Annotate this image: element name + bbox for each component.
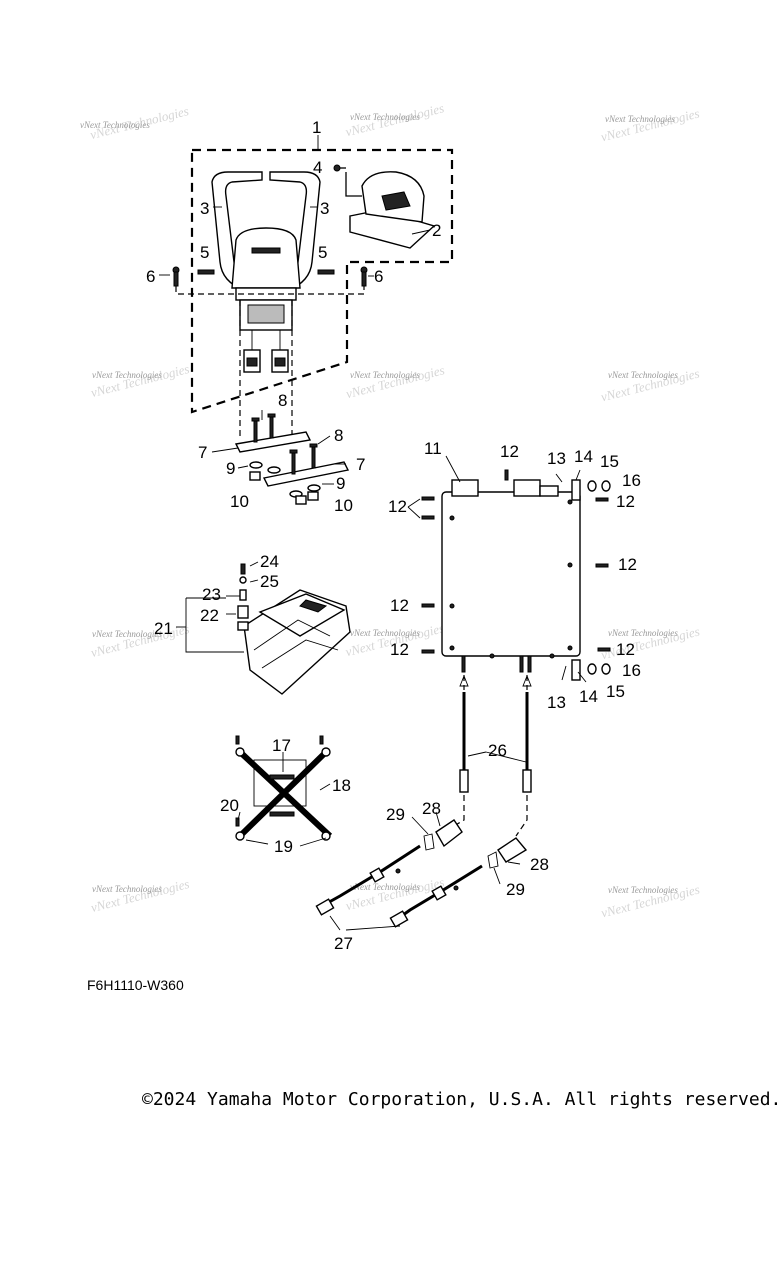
screw-5-right <box>317 269 335 275</box>
callout-13-upper: 13 <box>547 449 566 468</box>
callout-16-upper: 16 <box>622 471 641 490</box>
connector-28-lower <box>497 837 528 863</box>
callout-12-left-upper: 12 <box>388 497 407 516</box>
callout-4: 4 <box>313 158 322 177</box>
callout-7-lower: 7 <box>356 455 365 474</box>
callout-24: 24 <box>260 552 279 571</box>
watermark-ghost: vNext Technologies <box>89 361 191 400</box>
screw-6-left <box>172 266 180 287</box>
callout-20: 20 <box>220 796 239 815</box>
callout-5-left: 5 <box>200 243 209 262</box>
watermark: vNext Technologies <box>605 114 675 124</box>
watermark: vNext Technologies <box>80 120 150 130</box>
bracket-frame <box>253 759 307 807</box>
callout-28-lower: 28 <box>530 855 549 874</box>
screw-5-left <box>197 269 215 275</box>
watermark: vNext Technologies <box>608 628 678 638</box>
watermark: vNext Technologies <box>92 884 162 894</box>
callout-9-left: 9 <box>226 459 235 478</box>
callout-12-right-lower: 12 <box>616 640 635 659</box>
callout-6-right: 6 <box>374 267 383 286</box>
bracket-plate-lower <box>262 461 350 487</box>
callout-9-right: 9 <box>336 474 345 493</box>
watermark: vNext Technologies <box>350 112 420 122</box>
callout-13-lower: 13 <box>547 693 566 712</box>
watermark: vNext Technologies <box>350 628 420 638</box>
callout-labels: 1 2 3 3 4 5 5 6 6 7 7 8 8 9 9 10 10 11 1… <box>146 118 641 953</box>
callout-5-right: 5 <box>318 243 327 262</box>
callout-3-right: 3 <box>320 199 329 218</box>
callout-8-upper: 8 <box>278 391 287 410</box>
callout-3-left: 3 <box>200 199 209 218</box>
control-head <box>231 227 301 289</box>
callout-7-upper: 7 <box>198 443 207 462</box>
callout-14-upper: 14 <box>574 447 593 466</box>
watermark: vNext Technologies <box>350 882 420 892</box>
nut-10 <box>249 471 261 481</box>
connector-28-upper <box>435 819 463 848</box>
callout-8-lower: 8 <box>334 426 343 445</box>
watermark-ghost: vNext Technologies <box>89 876 191 915</box>
callout-15-lower: 15 <box>606 682 625 701</box>
leader-lines <box>159 206 587 931</box>
mounting-brackets <box>234 413 350 505</box>
control-module-21 <box>237 563 351 695</box>
watermark-ghost: vNext Technologies <box>599 105 701 144</box>
callout-29-lower: 29 <box>506 880 525 899</box>
callout-17: 17 <box>272 736 291 755</box>
watermark: vNext Technologies <box>92 370 162 380</box>
helm-control-unit <box>421 469 611 681</box>
watermark: vNext Technologies <box>608 370 678 380</box>
callout-23: 23 <box>202 585 221 604</box>
callout-14-lower: 14 <box>579 687 598 706</box>
screw-6-right <box>360 266 368 287</box>
watermark: vNext Technologies <box>92 629 162 639</box>
callout-28-upper: 28 <box>422 799 441 818</box>
callout-22: 22 <box>200 606 219 625</box>
watermark: vNext Technologies <box>350 370 420 380</box>
watermark-ghost: vNext Technologies <box>89 621 191 660</box>
callout-11: 11 <box>424 439 442 458</box>
cross-bracket <box>235 735 333 841</box>
control-head-logo <box>251 247 281 254</box>
screw-4 <box>333 164 346 172</box>
callout-12-top: 12 <box>500 442 519 461</box>
callout-10-right: 10 <box>334 496 353 515</box>
callout-10-left: 10 <box>230 492 249 511</box>
watermark-ghost: vNext Technologies <box>344 362 446 401</box>
callout-16-lower: 16 <box>622 661 641 680</box>
diagram-code: F6H1110-W360 <box>87 977 184 993</box>
callout-12-left-lower: 12 <box>390 640 409 659</box>
watermark-ghost: vNext Technologies <box>344 874 446 913</box>
bracket-plate-upper <box>234 431 312 453</box>
callout-19: 19 <box>274 837 293 856</box>
callout-27: 27 <box>334 934 353 953</box>
callout-6-left: 6 <box>146 267 155 286</box>
callout-15-upper: 15 <box>600 452 619 471</box>
control-unit-box <box>441 491 581 657</box>
callout-12-right-upper: 12 <box>616 492 635 511</box>
callout-26: 26 <box>488 741 507 760</box>
assembly-boundary <box>190 148 454 414</box>
callout-21: 21 <box>154 619 173 638</box>
harness-cables <box>315 674 532 928</box>
watermark: vNext Technologies <box>608 885 678 895</box>
callout-25: 25 <box>260 572 279 591</box>
copyright-notice: ©2024 Yamaha Motor Corporation, U.S.A. A… <box>142 1089 781 1110</box>
connector-block-left <box>451 479 479 497</box>
callout-12-left-middle: 12 <box>390 596 409 615</box>
callout-12-right-middle: 12 <box>618 555 637 574</box>
callout-29-upper: 29 <box>386 805 405 824</box>
callout-2: 2 <box>432 221 441 240</box>
remote-control-assembly <box>172 135 454 440</box>
callout-18: 18 <box>332 776 351 795</box>
callout-1: 1 <box>312 118 321 137</box>
